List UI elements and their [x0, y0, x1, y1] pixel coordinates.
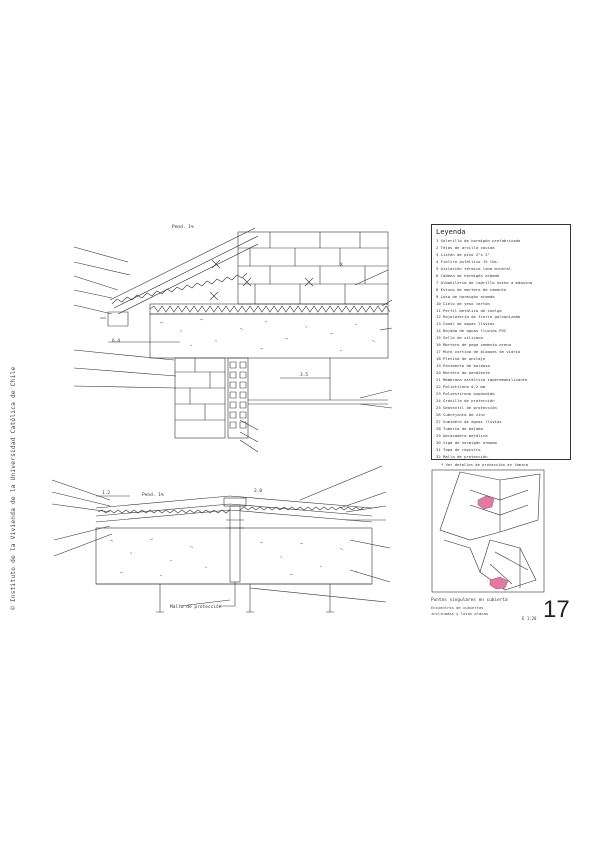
sheet-number: 17 [543, 596, 570, 623]
legend-item: 26 Cubrejunta de zinc [436, 411, 486, 417]
keyplan-line-2: inclinadas y losas planas [431, 611, 489, 616]
keyplan-title: Puntos singulares en cubierta [431, 598, 508, 603]
legend-item: 18 Pletina de anclaje [436, 356, 486, 362]
legend-item: 3 Listón de pino 2"x 2" [436, 251, 490, 257]
legend-item: 27 Sumidero de aguas lluvias [436, 418, 502, 424]
legend-item: 19 Pavimento de baldosa [436, 363, 490, 369]
x-mark-label: X [340, 262, 343, 268]
legend-footnote: * Ver detalles de protección en lámina [441, 462, 528, 467]
dim-label-d: 2.0 [254, 488, 262, 494]
scale-label: E 1:20 [522, 616, 537, 621]
highlight-mark-upper [477, 495, 495, 510]
legend-item: 12 Hojalatería de fierro galvanizado [436, 314, 521, 320]
legend-item: 29 Abrazadera metálica [436, 432, 488, 438]
legend-item: 21 Membrana asfáltica impermeabilizante [436, 377, 528, 383]
legend-item: 31 Tapa de registro [436, 446, 481, 452]
legend-item: 11 Perfil metálico de cuelga [436, 307, 502, 313]
legend-item: 30 Viga de hormigón armado [436, 439, 497, 445]
legend-box: Leyenda 1 Solerillo de hormigón prefabri… [431, 224, 571, 460]
legend-item: 9 Losa de hormigón armado [436, 293, 495, 299]
bottom-drawing-note: Malla de protección [170, 603, 222, 610]
legend-item: 24 Gravilla de protección [436, 397, 495, 403]
legend-item: 22 Polietileno 0,2 mm [436, 384, 486, 390]
dim-label-c: 1.2 [102, 490, 110, 496]
slope-label-bottom: Pend. 1% [142, 492, 164, 498]
legend-item: 7 Albañilería de ladrillo hecho a máquin… [436, 279, 533, 285]
dim-label-a: 6.4 [112, 338, 120, 344]
legend-list: 1 Solerillo de hormigón prefabricado 2 T… [436, 238, 566, 461]
legend-item: 6 Cadena de hormigón armado [436, 272, 500, 278]
legend-item: 10 Cielo de yeso cartón [436, 300, 490, 306]
legend-item: 13 Canal de aguas lluvias [436, 321, 495, 327]
legend-item: 15 Sello de silicona [436, 335, 483, 341]
legend-item: 2 Tejas de arcilla cocida [436, 244, 495, 250]
legend-item: 1 Solerillo de hormigón prefabricado [436, 238, 521, 243]
legend-item: 14 Bajada de aguas lluvias PVC [436, 328, 507, 334]
legend-item: 8 Estuco de mortero de cemento [436, 286, 507, 292]
legend-item: 28 Tubería de bajada [436, 425, 483, 431]
keyplan-line-1: Encuentros de cubiertas [431, 605, 484, 610]
legend-item: 25 Geotextil de protección [436, 404, 497, 410]
legend-item: 16 Mortero de pega cemento-arena [436, 342, 511, 348]
legend-item: 4 Fieltro asfáltico 15 lbs. [436, 258, 500, 264]
slope-label-top: Pend. 1% [172, 224, 194, 230]
legend-item: 23 Poliestireno expandido [436, 390, 495, 396]
legend-item: 17 Muro cortina de bloques de vidrio [436, 349, 521, 355]
legend-title: Leyenda [436, 228, 466, 236]
highlight-mark-lower [489, 576, 509, 590]
legend-item: 20 Mortero de pendiente [436, 370, 490, 376]
legend-item: 5 Aislación térmica lana mineral [436, 265, 511, 271]
dim-label-b: 3.5 [300, 372, 308, 378]
legend-item: 32 Malla de protección [436, 453, 488, 459]
